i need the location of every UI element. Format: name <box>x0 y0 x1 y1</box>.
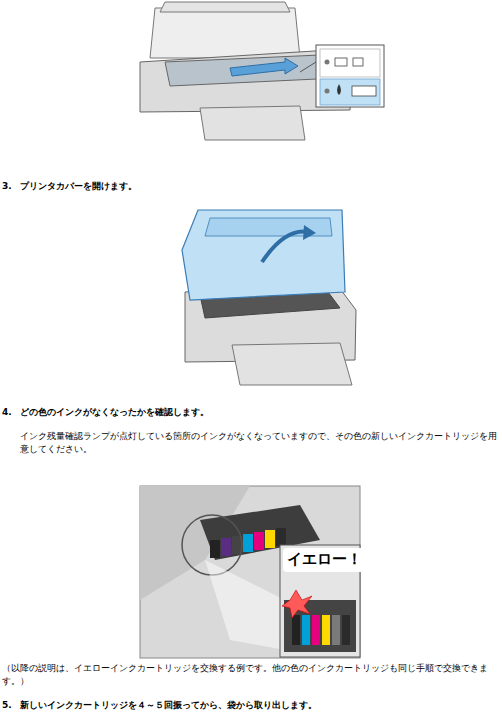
step-number: 5. <box>2 699 22 712</box>
note-text: （以降の説明は、イエローインクカートリッジを交換する例です。他の色のインクカート… <box>2 662 498 688</box>
cartridge-illustration <box>140 486 360 658</box>
step-heading: 新しいインクカートリッジを４～５回振ってから、袋から取り出します。 <box>20 699 490 712</box>
printer-illustration-2 <box>182 210 356 385</box>
step-heading: プリンタカバーを開けます。 <box>20 180 490 193</box>
body-text: インク残量確認ランプが点灯している箇所のインクがなくなっていますので、その色の新… <box>20 430 498 456</box>
step-number: 4. <box>2 406 22 419</box>
step-number: 3. <box>2 180 22 193</box>
step-heading: どの色のインクがなくなったかを確認します。 <box>20 406 490 419</box>
printer-illustration-1 <box>140 2 384 140</box>
callout-text: イエロー！ <box>283 548 366 572</box>
